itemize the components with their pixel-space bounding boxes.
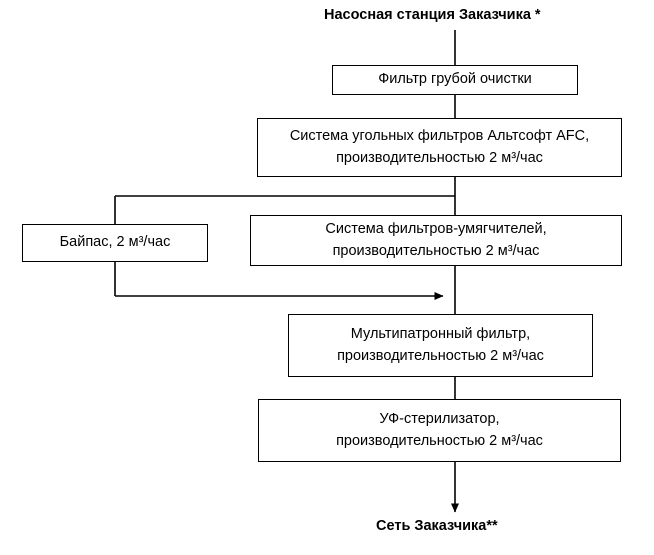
node-coarse-filter[interactable]: Фильтр грубой очистки [332, 65, 578, 95]
node-coarse-filter-label: Фильтр грубой очистки [378, 71, 532, 88]
node-carbon-filter-system[interactable]: Система угольных фильтров Альтсофт AFC, … [257, 118, 622, 177]
node-multicartridge-filter-label: Мультипатронный фильтр, производительнос… [337, 326, 544, 364]
destination-label-customer-network: Сеть Заказчика** [376, 518, 498, 534]
node-softener-filter-system[interactable]: Система фильтров-умягчителей, производит… [250, 215, 622, 266]
node-multicartridge-filter[interactable]: Мультипатронный фильтр, производительнос… [288, 314, 593, 377]
node-bypass[interactable]: Байпас, 2 м³/час [22, 224, 208, 262]
node-softener-filter-system-label: Система фильтров-умягчителей, производит… [325, 221, 547, 259]
node-uv-sterilizer[interactable]: УФ-стерилизатор, производительностью 2 м… [258, 399, 621, 462]
node-uv-sterilizer-label: УФ-стерилизатор, производительностью 2 м… [336, 411, 543, 449]
node-carbon-filter-system-label: Система угольных фильтров Альтсофт AFC, … [289, 128, 590, 166]
node-bypass-label: Байпас, 2 м³/час [59, 234, 171, 251]
source-label-pump-station: Насосная станция Заказчика * [324, 7, 541, 23]
